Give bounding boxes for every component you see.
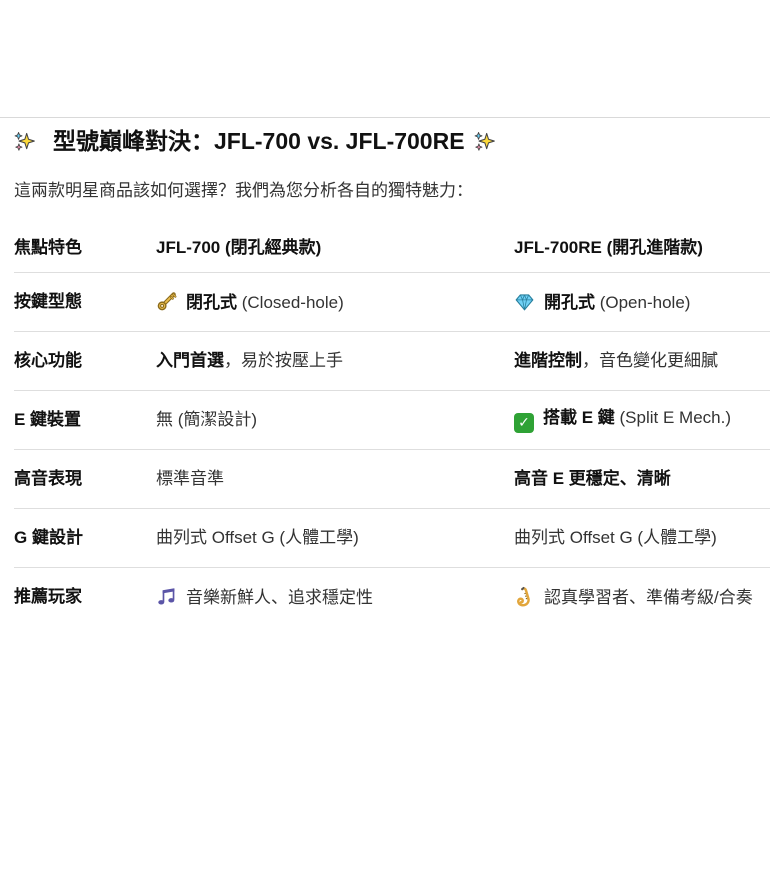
cell-jfl700re: 進階控制，音色變化更細膩	[514, 350, 770, 372]
table-row: 高音表現 標準音準 高音 E 更穩定、清晰	[14, 450, 770, 509]
cell-text: 曲列式 Offset G (人體工學)	[514, 528, 717, 547]
cell-jfl700: 曲列式 Offset G (人體工學)	[156, 527, 514, 549]
cell-text: 無 (簡潔設計)	[156, 410, 258, 429]
cell-text: (Open-hole)	[595, 292, 691, 312]
table-row: G 鍵設計 曲列式 Offset G (人體工學) 曲列式 Offset G (人體…	[14, 509, 770, 568]
cell-text: 曲列式 Offset G (人體工學)	[156, 528, 359, 547]
cell-bold-text: 搭載 E 鍵	[543, 408, 615, 427]
cell-text: (Split E Mech.)	[614, 408, 731, 427]
table-body: 按鍵型態閉孔式 (Closed-hole)開孔式 (Open-hole)核心功能…	[14, 273, 770, 626]
table-row: 推薦玩家 音樂新鮮人、追求穩定性 認真學習者、準備考級/合奏	[14, 568, 770, 626]
cell-bold-text: 閉孔式	[186, 292, 237, 312]
saxophone-icon	[514, 586, 535, 607]
cell-bold-text: 進階控制	[514, 351, 582, 370]
cell-jfl700re: 高音 E 更穩定、清晰	[514, 468, 770, 490]
cell-text: (Closed-hole)	[237, 292, 344, 312]
comparison-table: 焦點特色 JFL-700 (閉孔經典款) JFL-700RE (開孔進階款) 按…	[14, 237, 770, 626]
cell-bold-text: 入門首選	[156, 351, 224, 370]
row-label: 推薦玩家	[14, 587, 82, 606]
cell-jfl700re: 搭載 E 鍵 (Split E Mech.)	[514, 407, 770, 433]
product-description-section: 型號巔峰對決：JFL-700 vs. JFL-700RE 這兩款明星商品該如何選…	[0, 117, 770, 626]
cell-jfl700: 標準音準	[156, 468, 514, 490]
table-row: E 鍵裝置 無 (簡潔設計) 搭載 E 鍵 (Split E Mech.)	[14, 391, 770, 450]
cell-jfl700: 閉孔式 (Closed-hole)	[156, 291, 514, 314]
row-label: E 鍵裝置	[14, 410, 82, 429]
gem-icon	[514, 291, 535, 312]
musical-notes-icon	[156, 586, 177, 607]
row-label: 核心功能	[14, 351, 82, 370]
page-title-text: 型號巔峰對決：JFL-700 vs. JFL-700RE	[53, 128, 465, 154]
cell-jfl700re: 曲列式 Offset G (人體工學)	[514, 527, 770, 549]
table-header-row: 焦點特色 JFL-700 (閉孔經典款) JFL-700RE (開孔進階款)	[14, 237, 770, 273]
key-icon	[156, 291, 177, 312]
cell-jfl700re: 認真學習者、準備考級/合奏	[514, 586, 770, 609]
cell-jfl700: 入門首選，易於按壓上手	[156, 350, 514, 372]
cell-text: 標準音準	[156, 469, 224, 488]
cell-text: ，易於按壓上手	[224, 351, 343, 370]
cell-text: ，音色變化更細膩	[582, 351, 718, 370]
sparkles-icon	[474, 131, 495, 152]
row-label: G 鍵設計	[14, 528, 83, 547]
check-icon	[514, 413, 534, 433]
page-title: 型號巔峰對決：JFL-700 vs. JFL-700RE	[14, 118, 770, 156]
sparkles-icon	[14, 131, 35, 152]
column-header-jfl700re: JFL-700RE (開孔進階款)	[514, 238, 703, 257]
page-subtitle: 這兩款明星商品該如何選擇？我們為您分析各自的獨特魅力：	[14, 181, 473, 200]
column-header-feature: 焦點特色	[14, 238, 82, 257]
table-row: 按鍵型態閉孔式 (Closed-hole)開孔式 (Open-hole)	[14, 273, 770, 332]
table-row: 核心功能入門首選，易於按壓上手進階控制，音色變化更細膩	[14, 332, 770, 391]
cell-bold-text: 開孔式	[544, 292, 595, 312]
row-label: 高音表現	[14, 469, 82, 488]
cell-jfl700: 無 (簡潔設計)	[156, 409, 514, 431]
cell-bold-text: 高音 E 更穩定、清晰	[514, 469, 671, 488]
cell-text: 認真學習者、準備考級/合奏	[544, 587, 753, 607]
cell-text: 音樂新鮮人、追求穩定性	[186, 587, 373, 607]
row-label: 按鍵型態	[14, 292, 82, 311]
column-header-jfl700: JFL-700 (閉孔經典款)	[156, 238, 322, 257]
cell-jfl700re: 開孔式 (Open-hole)	[514, 291, 770, 314]
cell-jfl700: 音樂新鮮人、追求穩定性	[156, 586, 514, 609]
